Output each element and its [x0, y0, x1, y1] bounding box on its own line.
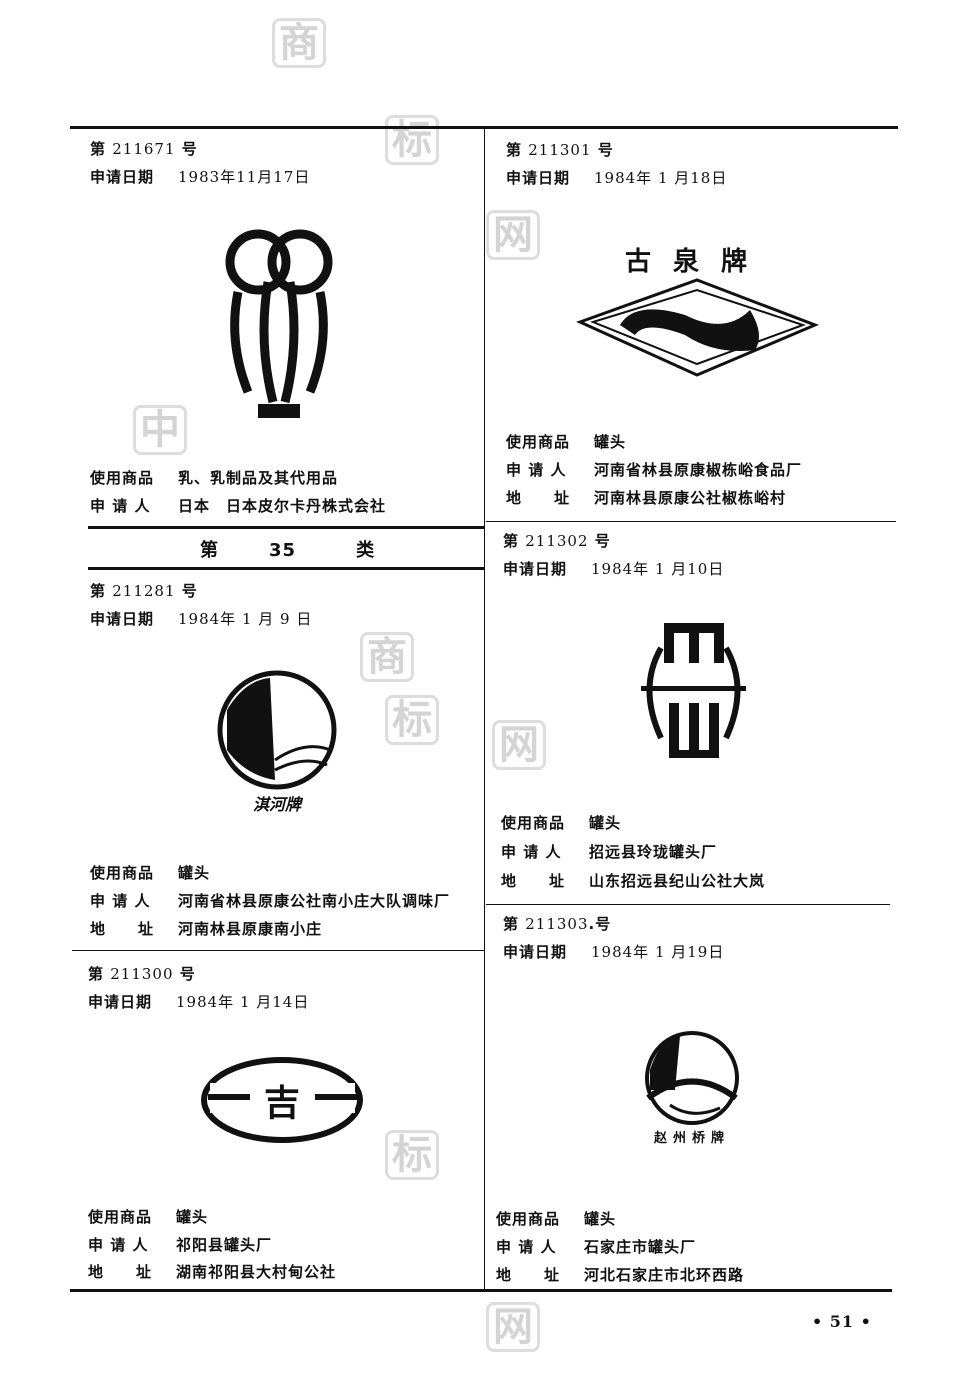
logo-211302	[641, 623, 746, 758]
watermark: 标	[385, 1130, 439, 1180]
bottom-rule	[70, 1289, 892, 1292]
entry-applicant: 申 请 人日本 日本皮尔卡丹株式会社	[90, 497, 387, 515]
logo-text: 古泉牌	[625, 246, 769, 277]
rule	[486, 521, 896, 522]
entry-goods: 使用商品罐头	[88, 1208, 209, 1226]
logo-211671	[225, 229, 333, 418]
column-divider	[484, 127, 485, 1290]
entry-goods: 使用商品罐头	[496, 1210, 617, 1228]
entry-number: 第 211301 号	[506, 141, 614, 159]
rule	[88, 567, 484, 570]
watermark: 网	[492, 720, 546, 770]
entry-applicant: 申 请 人石家庄市罐头厂	[496, 1238, 697, 1256]
logo-text: 赵州桥牌	[653, 1130, 730, 1146]
watermark: 商	[360, 632, 414, 682]
logo-text: 淇河牌	[253, 795, 304, 814]
entry-number: 第 211302 号	[503, 532, 611, 550]
logo-211301: 古泉牌	[576, 246, 820, 377]
entry-goods: 使用商品罐头	[90, 864, 211, 882]
entry-address: 地 址湖南祁阳县大村甸公社	[88, 1263, 337, 1281]
entry-goods: 使用商品罐头	[501, 814, 622, 832]
logo-211300: 吉	[201, 1057, 363, 1143]
entry-applicant: 申 请 人祁阳县罐头厂	[88, 1236, 273, 1254]
entry-goods: 使用商品乳、乳制品及其代用品	[90, 469, 339, 487]
entry-number: 第 211281 号	[90, 582, 198, 600]
entry-number: 第 211303.号	[503, 915, 612, 933]
logo-211303: 赵州桥牌	[645, 1031, 739, 1146]
entry-number: 第 211671 号	[90, 140, 198, 158]
watermark: 商	[272, 18, 326, 68]
watermark: 标	[385, 115, 439, 165]
svg-text:吉: 吉	[264, 1083, 300, 1124]
rule	[486, 904, 890, 905]
watermark: 网	[486, 210, 540, 260]
entry-applicant: 申 请 人河南省林县原康公社南小庄大队调味厂	[90, 892, 451, 910]
rule	[88, 526, 484, 529]
watermark: 标	[385, 695, 439, 745]
logo-211281: 淇河牌	[217, 670, 337, 814]
page-number: • 51 •	[812, 1312, 872, 1331]
entry-address: 地 址河北石家庄市北环西路	[496, 1266, 745, 1284]
entry-applicant: 申 请 人河南省林县原康椒栋峪食品厂	[506, 461, 803, 479]
entry-address: 地 址山东招远县纪山公社大岚	[501, 872, 766, 890]
entry-number: 第 211300 号	[88, 965, 196, 983]
entry-address: 地 址河南林县原康南小庄	[90, 920, 323, 938]
watermark: 网	[486, 1302, 540, 1352]
entry-address: 地 址河南林县原康公社椒栋峪村	[506, 489, 787, 507]
entry-goods: 使用商品罐头	[506, 433, 627, 451]
rule	[72, 950, 484, 951]
watermark: 中	[133, 405, 187, 455]
entry-applicant: 申 请 人招远县玲珑罐头厂	[501, 843, 718, 861]
